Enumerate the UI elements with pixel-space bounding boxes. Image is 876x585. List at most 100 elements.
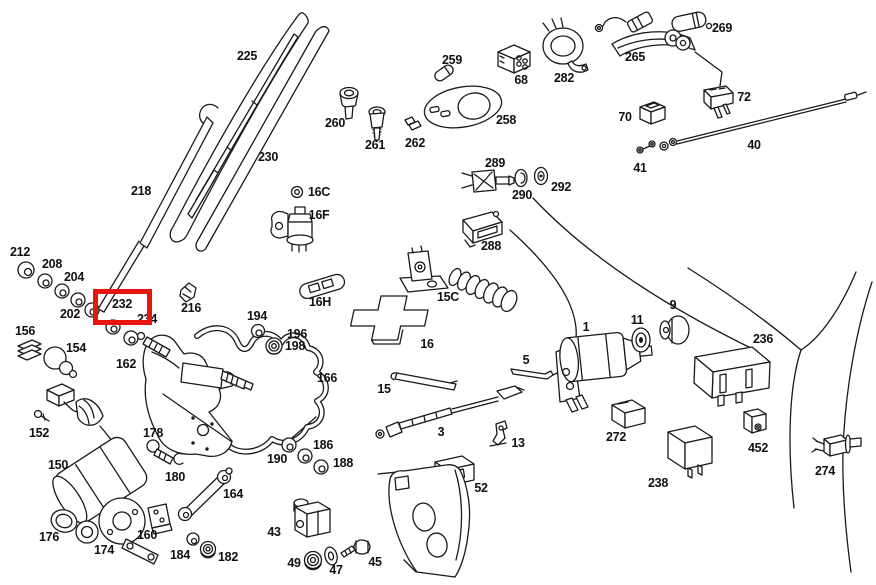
part-label-292[interactable]: 292 — [551, 179, 571, 194]
wiper-console-162 — [136, 331, 254, 458]
part-label-274[interactable]: 274 — [815, 463, 835, 478]
clip-262 — [404, 116, 422, 131]
part-label-218[interactable]: 218 — [131, 183, 151, 198]
washer-194 — [250, 323, 266, 339]
part-label-154[interactable]: 154 — [66, 340, 86, 355]
part-label-9[interactable]: 9 — [669, 297, 677, 312]
part-label-162[interactable]: 162 — [116, 356, 136, 371]
part-label-282[interactable]: 282 — [554, 70, 574, 85]
capsule-269 — [671, 11, 713, 32]
washer-11 — [631, 327, 651, 353]
strip-5 — [510, 368, 554, 380]
part-label-15C[interactable]: 15C — [436, 289, 460, 304]
washers-290-292 — [514, 166, 549, 188]
part-label-13[interactable]: 13 — [511, 435, 525, 450]
lens-258 — [423, 85, 503, 129]
part-label-164[interactable]: 164 — [223, 486, 243, 501]
part-label-194[interactable]: 194 — [247, 308, 267, 323]
part-label-196[interactable]: 196 — [287, 326, 307, 341]
washer-47 — [324, 546, 338, 566]
part-label-70[interactable]: 70 — [618, 109, 632, 124]
part-label-11[interactable]: 11 — [630, 312, 644, 327]
part-label-260[interactable]: 260 — [325, 115, 345, 130]
part-label-269[interactable]: 269 — [712, 20, 732, 35]
part-label-182[interactable]: 182 — [218, 549, 238, 564]
part-label-258[interactable]: 258 — [496, 112, 516, 127]
part-label-212[interactable]: 212 — [10, 244, 30, 259]
part-label-216[interactable]: 216 — [181, 300, 201, 315]
nut-196-198 — [265, 337, 283, 355]
part-label-16H[interactable]: 16H — [308, 294, 332, 309]
relay-452 — [743, 408, 767, 434]
part-label-230[interactable]: 230 — [258, 149, 278, 164]
part-label-198[interactable]: 198 — [285, 338, 305, 353]
part-label-178[interactable]: 178 — [143, 425, 163, 440]
part-label-289[interactable]: 289 — [485, 155, 505, 170]
fuse-16H — [299, 273, 346, 300]
part-label-45[interactable]: 45 — [368, 554, 382, 569]
spring-coil — [448, 267, 518, 313]
part-label-262[interactable]: 262 — [405, 135, 425, 150]
part-label-166[interactable]: 166 — [317, 370, 337, 385]
part-label-43[interactable]: 43 — [267, 524, 281, 539]
part-label-47[interactable]: 47 — [329, 562, 343, 577]
part-label-72[interactable]: 72 — [737, 89, 751, 104]
part-label-41[interactable]: 41 — [633, 160, 647, 175]
part-label-174[interactable]: 174 — [94, 542, 114, 557]
part-label-40[interactable]: 40 — [747, 137, 761, 152]
wiper-blade-225 — [169, 12, 309, 243]
bracket-13 — [489, 420, 508, 447]
part-label-16[interactable]: 16 — [420, 336, 434, 351]
highlight-box-232 — [93, 289, 152, 325]
part-label-160[interactable]: 160 — [137, 527, 157, 542]
part-label-15[interactable]: 15 — [377, 381, 391, 396]
part-label-184[interactable]: 184 — [170, 547, 190, 562]
part-label-1[interactable]: 1 — [582, 319, 590, 334]
linkage-frame-166 — [190, 325, 329, 456]
part-label-290[interactable]: 290 — [512, 187, 532, 202]
part-label-180[interactable]: 180 — [165, 469, 185, 484]
switch-15C — [399, 245, 518, 313]
part-label-272[interactable]: 272 — [606, 429, 626, 444]
bolt-45 — [340, 539, 371, 558]
part-label-232[interactable]: 232 — [112, 296, 132, 311]
capsule-259 — [434, 64, 454, 82]
part-label-16F[interactable]: 16F — [308, 207, 330, 222]
part-label-236[interactable]: 236 — [753, 331, 773, 346]
part-label-68[interactable]: 68 — [514, 72, 528, 87]
cable-3 — [375, 385, 525, 439]
part-label-152[interactable]: 152 — [29, 425, 49, 440]
part-label-204[interactable]: 204 — [64, 269, 84, 284]
part-label-261[interactable]: 261 — [365, 137, 385, 152]
bolt-178 — [146, 439, 174, 465]
relay-272 — [611, 399, 646, 429]
part-label-225[interactable]: 225 — [237, 48, 257, 63]
part-label-5[interactable]: 5 — [522, 352, 530, 367]
part-label-150[interactable]: 150 — [48, 457, 68, 472]
control-unit-236 — [693, 346, 771, 407]
part-label-49[interactable]: 49 — [287, 555, 301, 570]
part-label-188[interactable]: 188 — [333, 455, 353, 470]
part-label-452[interactable]: 452 — [748, 440, 768, 455]
link-rod-164 — [177, 467, 233, 522]
seal-16C — [290, 185, 304, 199]
part-label-265[interactable]: 265 — [625, 49, 645, 64]
part-label-156[interactable]: 156 — [15, 323, 35, 338]
part-label-3[interactable]: 3 — [437, 424, 445, 439]
plate-stack-156 — [17, 339, 42, 361]
switch-274 — [811, 434, 862, 457]
part-label-186[interactable]: 186 — [313, 437, 333, 452]
part-label-176[interactable]: 176 — [39, 529, 59, 544]
part-label-259[interactable]: 259 — [442, 52, 462, 67]
part-label-238[interactable]: 238 — [648, 475, 668, 490]
pump-motor-1 — [555, 331, 653, 413]
part-label-52[interactable]: 52 — [474, 480, 488, 495]
part-label-190[interactable]: 190 — [267, 451, 287, 466]
part-label-202[interactable]: 202 — [60, 306, 80, 321]
part-label-16C[interactable]: 16C — [307, 184, 331, 199]
part-label-208[interactable]: 208 — [42, 256, 62, 271]
part-label-288[interactable]: 288 — [481, 238, 501, 253]
